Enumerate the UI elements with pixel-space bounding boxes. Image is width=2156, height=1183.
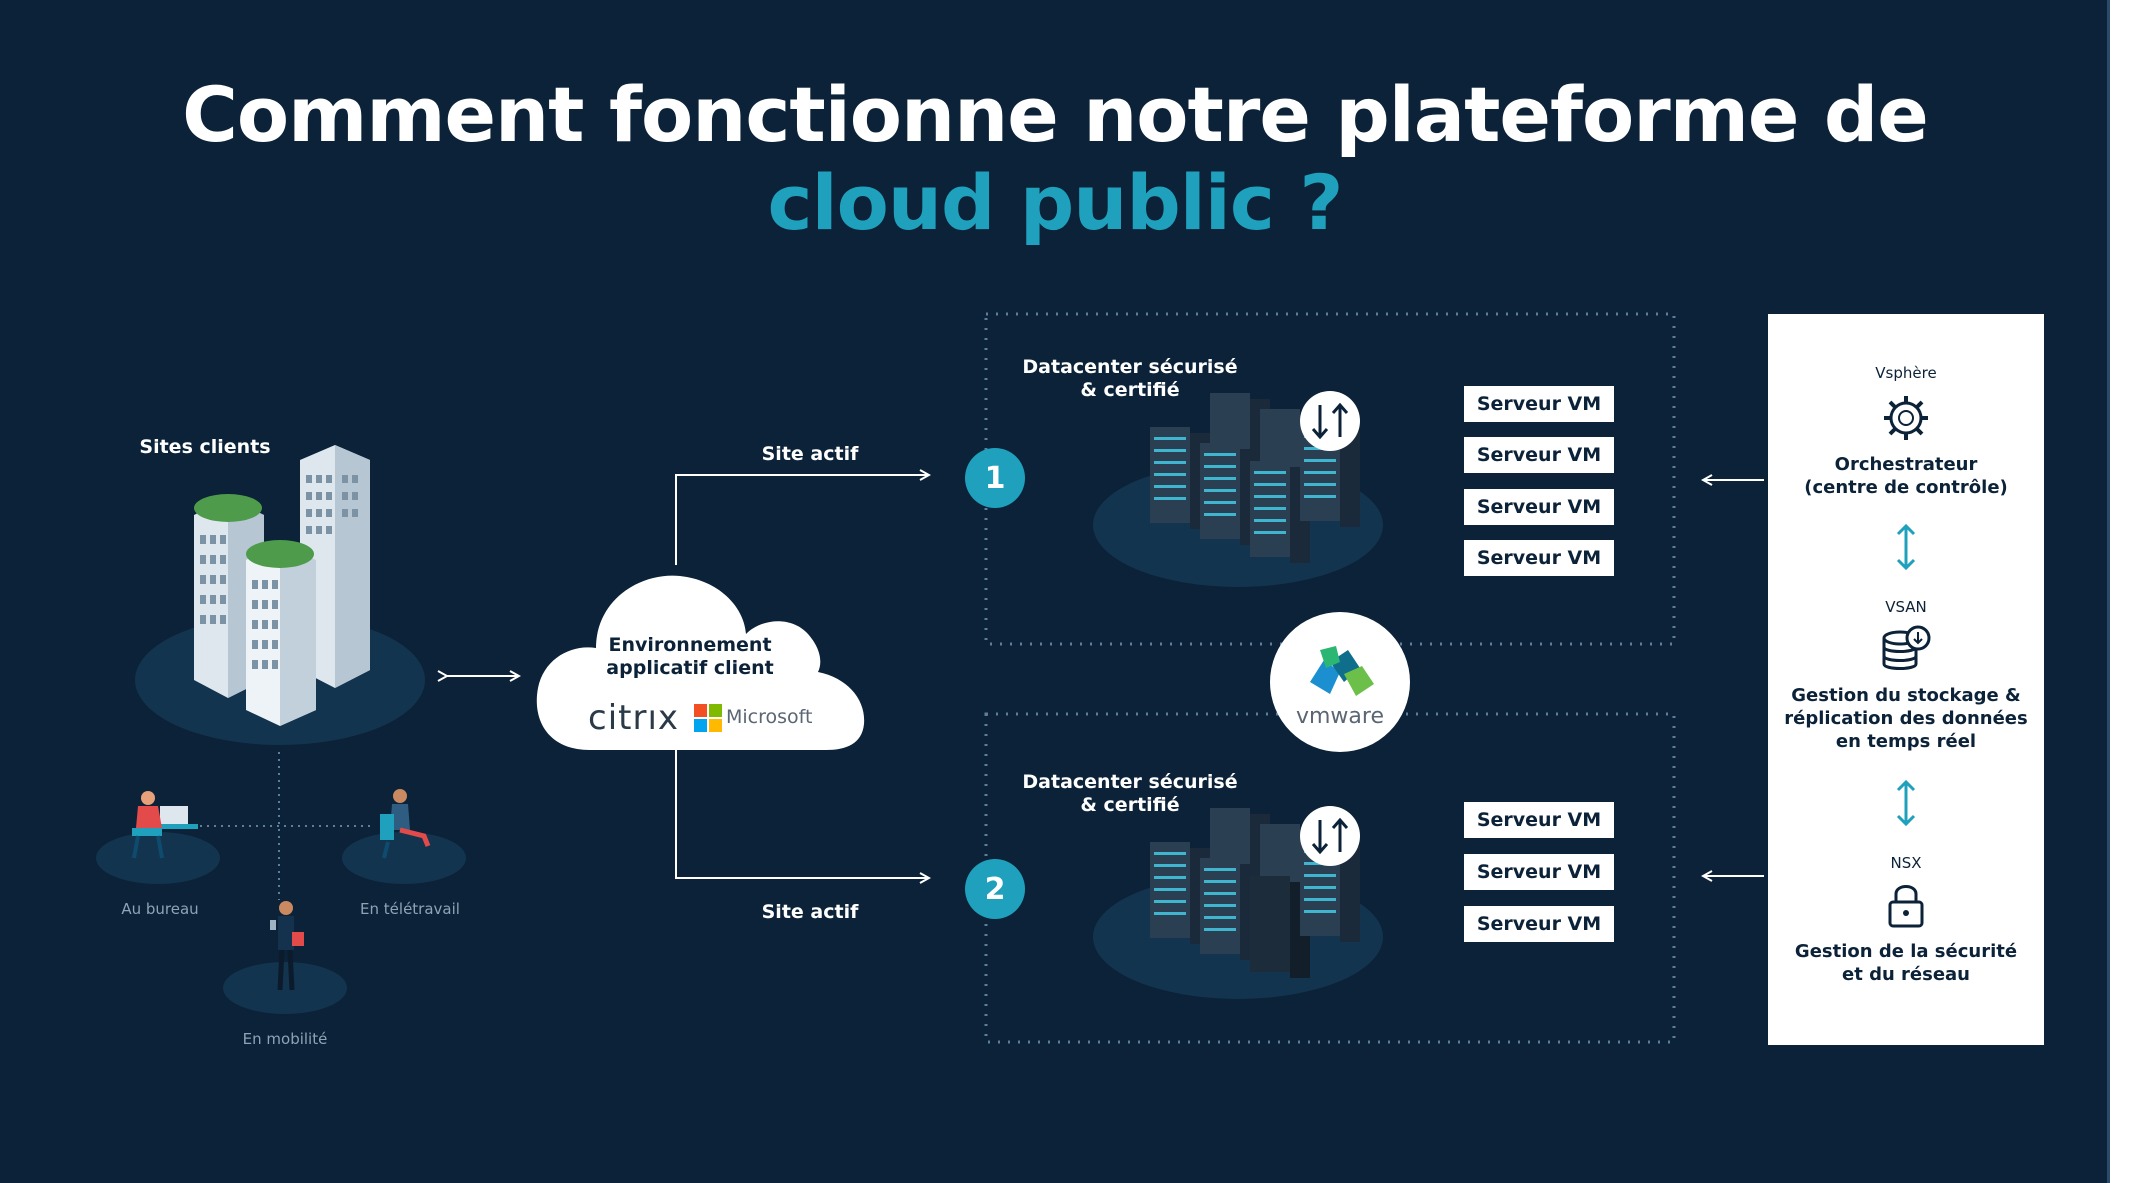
buildings-icon <box>194 445 370 726</box>
vertical-arrow-icon-2 <box>1896 779 1916 827</box>
serveur-vm-1-1: Serveur VM <box>1464 386 1614 422</box>
title-line-2: cloud public ? <box>767 158 1344 247</box>
remote-worker-icon <box>380 789 431 859</box>
datacenter-1-line-1: Datacenter sécurisé <box>1022 356 1238 378</box>
vsphere-label: Vsphère <box>1875 364 1937 382</box>
storage-icon <box>1882 625 1931 670</box>
nsx-label: NSX <box>1890 854 1922 872</box>
microsoft-logo-icon <box>694 704 722 732</box>
remote-label: En télétravail <box>360 900 460 918</box>
sidebar-panel: Vsphère Orchestrateur (centre de contrôl… <box>1768 314 2044 1045</box>
datacenter-2-line-2: & certifié <box>1080 794 1180 816</box>
vsan-label: VSAN <box>1885 598 1927 616</box>
datacenter-1-title: Datacenter sécurisé & certifié <box>1010 356 1250 402</box>
vsan-line-2: réplication des données <box>1784 708 2028 729</box>
serveur-vm-1-3: Serveur VM <box>1464 489 1614 525</box>
cloud-line-2: applicatif client <box>606 657 774 679</box>
microsoft-label: Microsoft <box>726 706 813 728</box>
office-platform <box>96 832 220 884</box>
nsx-line-2: et du réseau <box>1841 964 1970 985</box>
mobile-platform <box>223 962 347 1014</box>
serveur-vm-1-2: Serveur VM <box>1464 437 1614 473</box>
title-line-1: Comment fonctionne notre plateforme de <box>182 70 1929 159</box>
remote-platform <box>342 832 466 884</box>
nsx-line-1: Gestion de la sécurité <box>1794 941 2018 962</box>
site-actif-1-label: Site actif <box>761 443 859 465</box>
office-worker-icon <box>132 791 198 859</box>
serveur-vm-1-4: Serveur VM <box>1464 540 1614 576</box>
vmware-label: vmware <box>1295 704 1385 729</box>
lock-icon <box>1888 885 1924 928</box>
citrix-logo: citrıx <box>588 698 680 738</box>
office-label: Au bureau <box>121 900 199 918</box>
datacenter-1-line-2: & certifié <box>1080 379 1180 401</box>
server-racks-1-icon <box>1150 391 1360 563</box>
cloud-to-site2-line <box>675 748 928 878</box>
vmware-badge: vmware <box>1270 612 1410 752</box>
mobile-label: En mobilité <box>242 1030 328 1048</box>
serveur-vm-2-2: Serveur VM <box>1464 854 1614 890</box>
sites-clients-label: Sites clients <box>139 436 271 458</box>
cloud-shape <box>536 575 865 750</box>
server-racks-2-icon <box>1150 806 1360 978</box>
serveur-vm-2-1: Serveur VM <box>1464 802 1614 838</box>
gear-icon <box>1884 396 1928 440</box>
cloud-to-site1-line <box>675 475 928 565</box>
site-number-2: 2 <box>965 859 1025 919</box>
mobile-worker-icon <box>270 901 304 991</box>
datacenter-2-frame <box>984 712 1676 1044</box>
client-dotted-links <box>200 752 370 900</box>
datacenter-2-line-1: Datacenter sécurisé <box>1022 771 1238 793</box>
serveur-vm-2-3: Serveur VM <box>1464 906 1614 942</box>
vmware-logo-icon <box>1310 646 1374 696</box>
cloud-title: Environnement applicatif client <box>570 634 810 680</box>
vsan-line-3: en temps réel <box>1835 731 1977 752</box>
site-number-1: 1 <box>965 448 1025 508</box>
cloud-line-1: Environnement <box>608 634 772 656</box>
vertical-arrow-icon-1 <box>1896 523 1916 571</box>
vsphere-line-1: Orchestrateur <box>1834 454 1978 475</box>
vsan-line-1: Gestion du stockage & <box>1791 685 2021 706</box>
site-actif-2-label: Site actif <box>761 901 859 923</box>
datacenter-2-title: Datacenter sécurisé & certifié <box>1010 771 1250 817</box>
vsphere-line-2: (centre de contrôle) <box>1804 477 2008 498</box>
